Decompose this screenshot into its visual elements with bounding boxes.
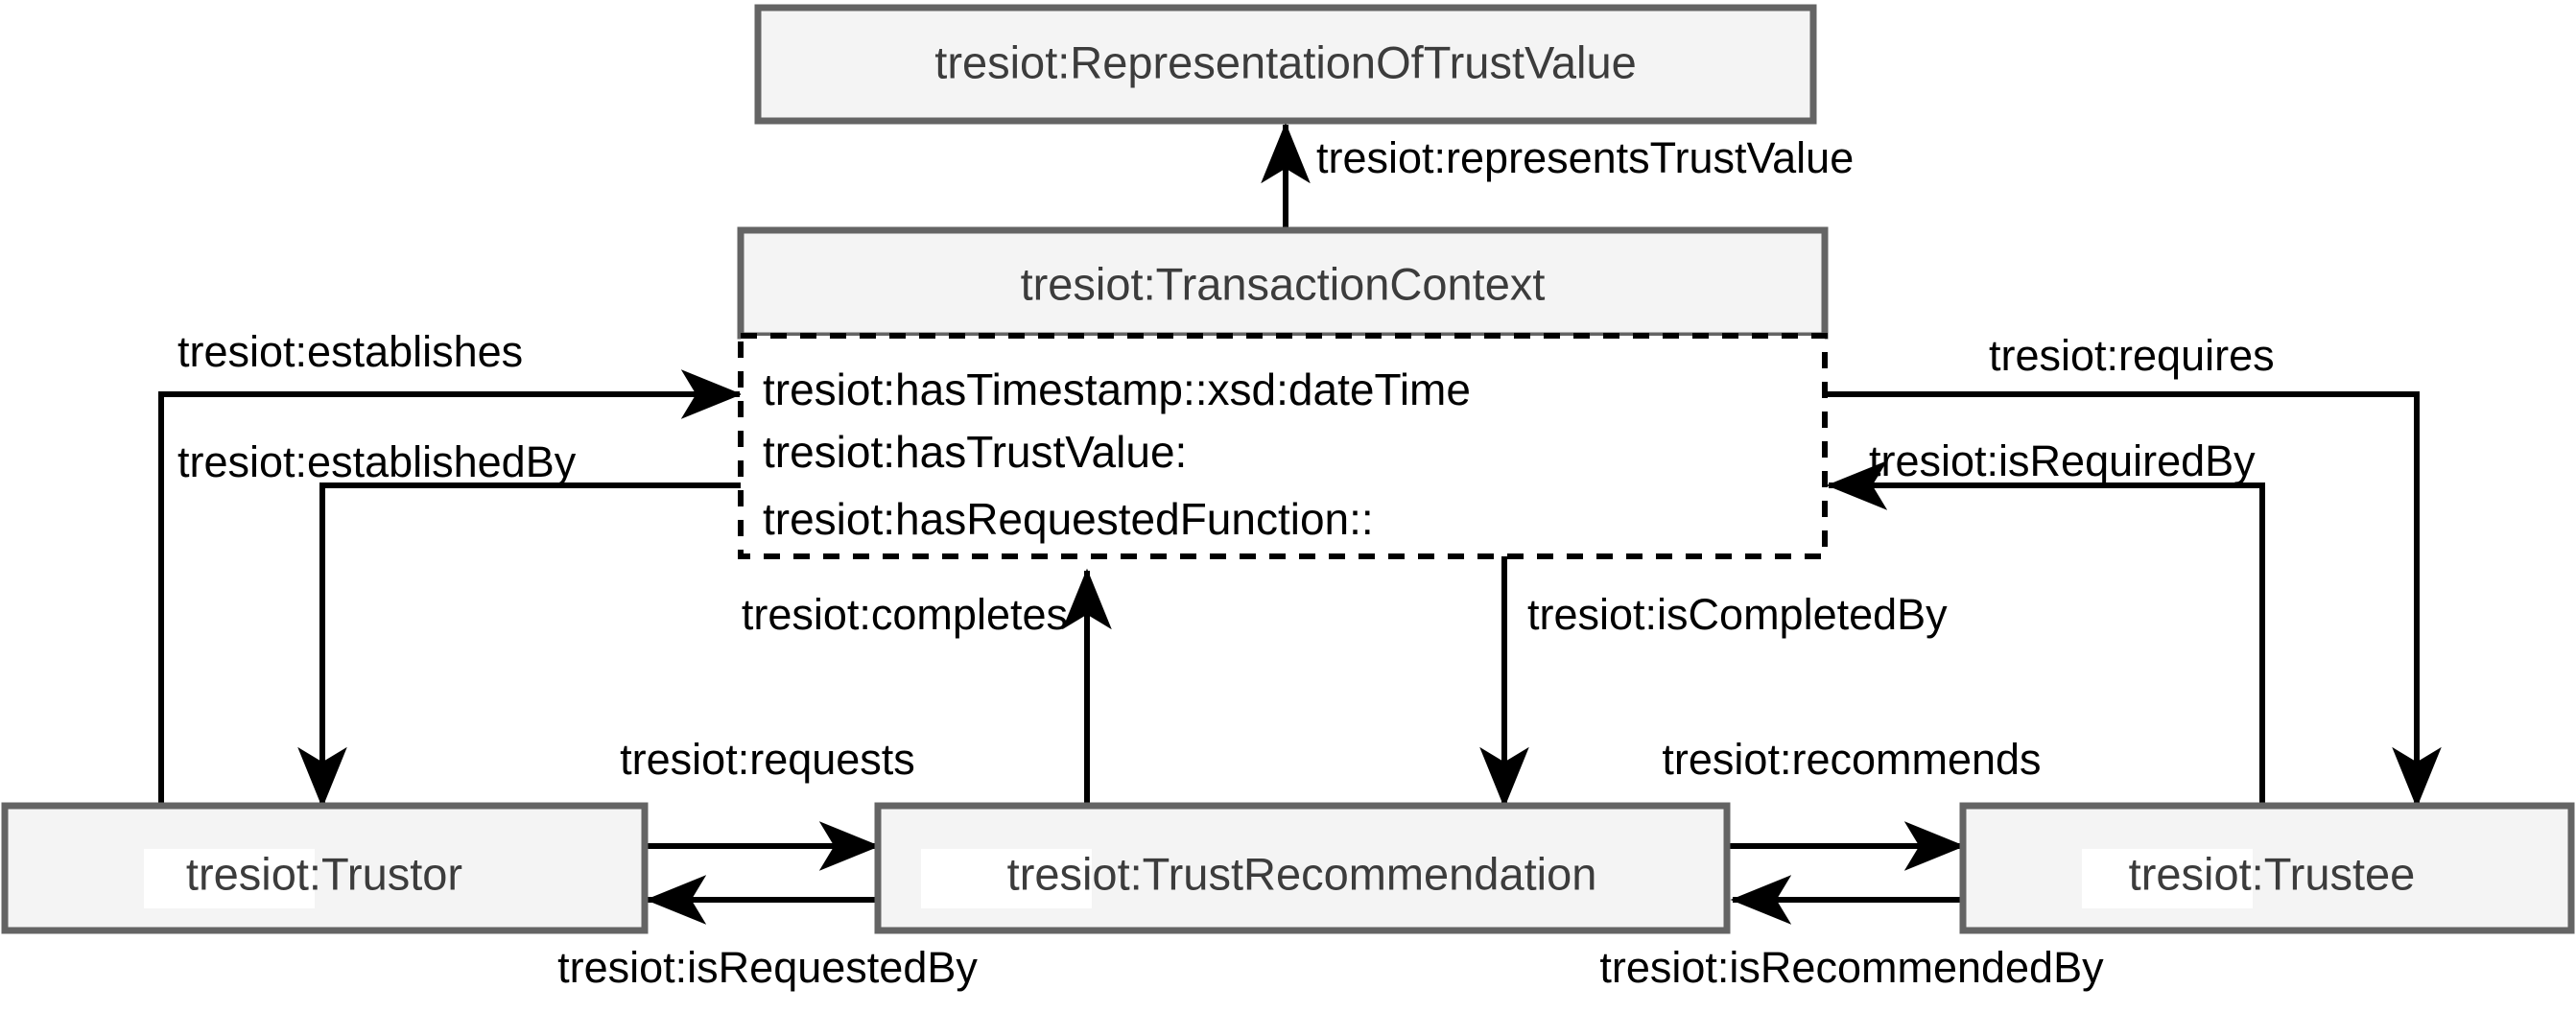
edge-recommends: tresiot:recommends <box>1662 735 2042 871</box>
edge-establishes-line <box>158 369 743 811</box>
node-trust-recommendation-label: tresiot:TrustRecommendation <box>1007 848 1597 899</box>
edge-recommends-label: tresiot:recommends <box>1662 735 2041 784</box>
node-trustor-box[interactable] <box>1 802 649 934</box>
edge-completes-label: tresiot:completes <box>742 590 1068 639</box>
edge-completes: tresiot:completes <box>742 568 1112 806</box>
edge-is-completed-by-label: tresiot:isCompletedBy <box>1527 590 1948 639</box>
node-trustor-prefix-highlight <box>144 849 315 908</box>
node-representation-of-trust-value[interactable]: tresiot:RepresentationOfTrustValue <box>754 4 1817 125</box>
edge-is-required-by: tresiot:isRequiredBy <box>1826 436 2265 811</box>
edge-established-by-line <box>297 482 741 809</box>
edge-represents-trust-value: tresiot:representsTrustValue <box>1261 122 1854 230</box>
node-representation-of-trust-value-label: tresiot:RepresentationOfTrustValue <box>934 36 1636 87</box>
node-trustee[interactable]: tresiot:Trustee <box>1959 802 2575 934</box>
node-transaction-context-attributes: tresiot:hasTimestamp::xsd:dateTime tresi… <box>738 333 1828 559</box>
node-trustee-prefix-highlight <box>2082 849 2253 908</box>
attribute-item-1: tresiot:hasTrustValue: <box>763 427 1187 477</box>
attribute-item-2: tresiot:hasRequestedFunction:: <box>763 494 1374 544</box>
edge-is-recommended-by-label: tresiot:isRecommendedBy <box>1599 943 2104 992</box>
node-trust-recommendation-prefix-highlight <box>921 849 1092 908</box>
edge-is-required-by-line <box>1826 460 2265 811</box>
edge-established-by: tresiot:establishedBy <box>177 437 741 809</box>
edge-represents-trust-value-label: tresiot:representsTrustValue <box>1316 133 1854 182</box>
edge-is-requested-by-label: tresiot:isRequestedBy <box>557 943 978 992</box>
edge-establishes-label: tresiot:establishes <box>177 327 523 376</box>
edge-is-completed-by: tresiot:isCompletedBy <box>1479 554 1948 809</box>
node-trustee-box[interactable] <box>1959 802 2575 934</box>
edge-is-required-by-label: tresiot:isRequiredBy <box>1869 436 2256 485</box>
attribute-item-0: tresiot:hasTimestamp::xsd:dateTime <box>763 365 1471 414</box>
node-trustor[interactable]: tresiot:Trustor <box>1 802 649 934</box>
node-representation-of-trust-value-box[interactable] <box>754 4 1817 125</box>
node-transaction-context[interactable]: tresiot:TransactionContext <box>737 226 1829 340</box>
edge-requests-label: tresiot:requests <box>620 735 915 784</box>
edge-requests: tresiot:requests <box>620 735 915 871</box>
edge-is-recommended-by: tresiot:isRecommendedBy <box>1599 875 2104 992</box>
edge-established-by-label: tresiot:establishedBy <box>177 437 577 486</box>
edge-requires-label: tresiot:requires <box>1989 331 2275 380</box>
node-transaction-context-label: tresiot:TransactionContext <box>1021 258 1546 309</box>
node-trust-recommendation[interactable]: tresiot:TrustRecommendation <box>874 802 1731 934</box>
edge-requires: tresiot:requires <box>1823 331 2442 809</box>
node-trustor-label: tresiot:Trustor <box>186 848 462 899</box>
attribute-compartment-box <box>738 333 1828 559</box>
edge-establishes: tresiot:establishes <box>158 327 743 811</box>
edge-is-requested-by: tresiot:isRequestedBy <box>557 875 978 992</box>
edge-requires-line <box>1823 391 2442 809</box>
node-trustee-label: tresiot:Trustee <box>2129 848 2416 899</box>
